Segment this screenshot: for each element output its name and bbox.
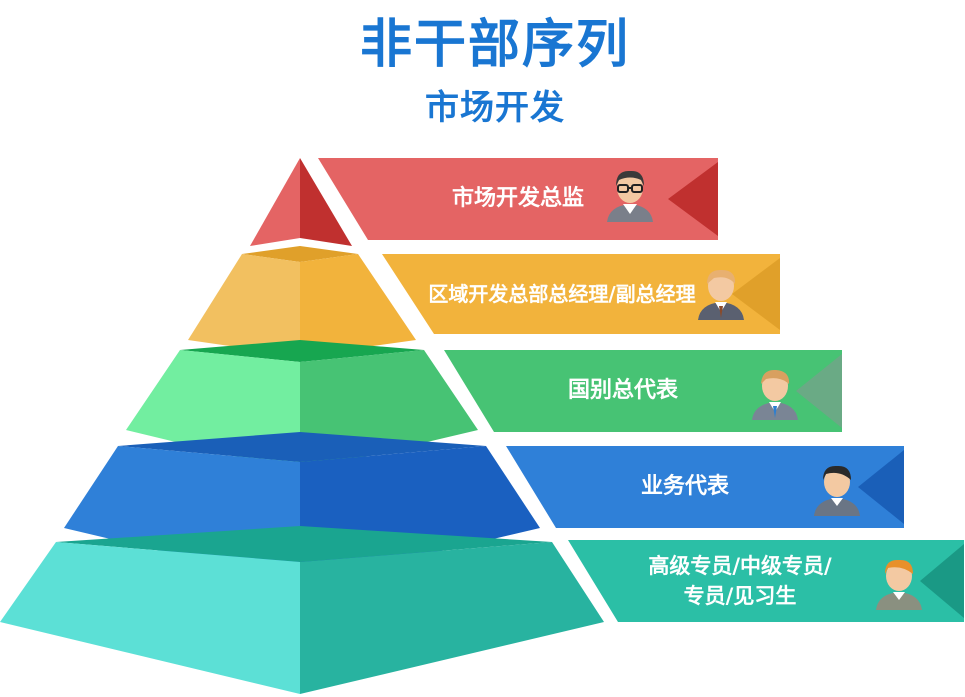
person-staff-icon: [814, 465, 860, 516]
band-2-bg: [382, 254, 780, 334]
person-junior-icon: [876, 559, 922, 610]
band-4-arrow: [858, 450, 904, 524]
page-subtitle: 市场开发: [425, 88, 565, 128]
band-1-arrow: [668, 162, 718, 236]
pyramid-tier-5-right: [300, 542, 604, 694]
page-title: 非干部序列: [359, 15, 630, 75]
pyramid-tier-1-right: [300, 158, 352, 246]
band-5-bg: [568, 540, 964, 622]
level-3-label: 国别总代表: [567, 378, 678, 404]
pyramid-tier-2-right: [300, 254, 416, 356]
band-2-text: 区域开发总部总经理/副总经理: [412, 254, 712, 334]
pyramid-tier-1-left: [250, 158, 300, 246]
band-5-arrow: [920, 544, 964, 618]
person-manager-icon: [698, 269, 744, 320]
pyramid-tier-5-left: [0, 542, 300, 694]
pyramid-tier-5-top: [56, 526, 552, 562]
band-3-arrow: [796, 354, 842, 428]
level-1-label: 市场开发总监: [451, 186, 584, 212]
band-3-text: 国别总代表: [498, 350, 748, 432]
person-glasses-icon: [607, 170, 653, 222]
level-4-label: 业务代表: [640, 474, 729, 500]
person-representative-icon: [752, 369, 798, 420]
pyramid-tier-3-top: [180, 340, 424, 362]
band-4-text: 业务代表: [560, 446, 810, 528]
level-2-label: 区域开发总部总经理/副总经理: [428, 281, 696, 306]
level-5-label: 高级专员/中级专员/ 专员/见习生: [648, 553, 832, 608]
pyramid-tier-4-top: [118, 432, 486, 462]
band-1-text: 市场开发总监: [368, 158, 668, 240]
band-5-text: 高级专员/中级专员/ 专员/见习生: [610, 540, 870, 622]
pyramid-tier-2-left: [188, 254, 300, 356]
band-2-arrow: [732, 258, 780, 330]
band-3-bg: [444, 350, 842, 432]
band-4-bg: [506, 446, 904, 528]
